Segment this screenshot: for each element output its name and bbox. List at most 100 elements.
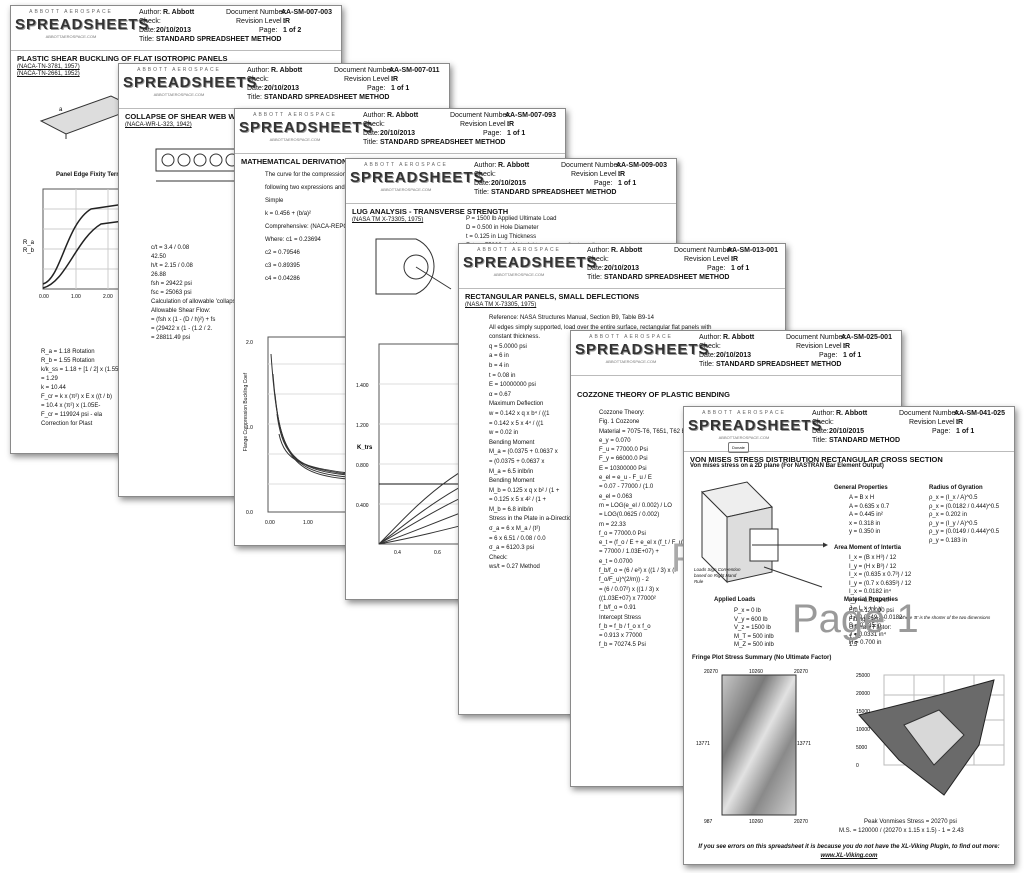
svg-text:20270: 20270 xyxy=(794,669,808,675)
stress-surface-plot: 25000 20000 15000 10000 5000 0 xyxy=(856,673,1005,796)
calc-row: ((1.03E+07) x 77000² xyxy=(599,595,656,602)
calc-row: c4 = 0.04286 xyxy=(265,276,300,282)
svg-text:10260: 10260 xyxy=(749,669,763,675)
general-property-row: A = 0.445 in² xyxy=(849,512,883,518)
calc-row: b = 4 in xyxy=(489,362,509,369)
area-moment-row: J = 0.0149 + 0.0182 xyxy=(849,614,903,621)
area-moment-row: I_x = (0.635 x 0.7³) / 12 xyxy=(849,572,912,578)
area-moment-row: I_y = 0.0149 in⁴ xyxy=(849,597,892,604)
calc-row: Correction for Plast xyxy=(41,421,93,427)
material-property-row: Ultimate Factor: xyxy=(849,625,892,631)
material-property-row: Ftu = 120000 psi xyxy=(849,608,894,614)
calc-row: Simple xyxy=(265,198,284,204)
calc-row: = 6 x 6.51 / 0.08 / 0.0 xyxy=(489,535,546,542)
svg-text:5000: 5000 xyxy=(856,745,867,751)
area-moment-row: B = 0.635 in xyxy=(849,623,882,629)
web-holes-sketch xyxy=(155,148,242,182)
calc-row: e_y = 0.070 xyxy=(599,437,631,444)
svg-text:2.0: 2.0 xyxy=(246,340,253,346)
material-property-row: 1.5 xyxy=(849,642,858,648)
calc-row: f_b/f_o = (6 / e²) x ((1 / 3) x (f xyxy=(599,568,676,575)
svg-text:R_a: R_a xyxy=(23,240,35,246)
calc-row: F_cr = k x (π²) x E x ((t / b) xyxy=(41,394,112,400)
svg-text:a: a xyxy=(59,107,63,113)
calc-row: e_el = e_u - F_u / E xyxy=(599,475,652,482)
date-value: 20/10/2013 xyxy=(156,27,192,34)
calc-row: = 77000 / 1.03E+07) + xyxy=(599,549,659,556)
area-moment-row: J = I_x + I_y xyxy=(849,606,882,612)
calc-row: e_t = (f_o / E + e_el x (f_t / F_u)^m xyxy=(599,540,692,547)
svg-text:0.00: 0.00 xyxy=(39,294,49,300)
svg-text:1.00: 1.00 xyxy=(71,294,81,300)
radius-gyration-row: ρ_x = (0.0182 / 0.444)^0.5 xyxy=(929,503,1000,510)
chart-title: Panel Edge Fixity Terms xyxy=(56,172,125,178)
calc-row: Bending Moment xyxy=(489,439,535,446)
calc-row: Where: c1 = 0.23694 xyxy=(265,237,321,243)
svg-text:K_trs: K_trs xyxy=(357,445,373,451)
calc-row: = 10.4 x (π²) x (1.05E- xyxy=(41,403,101,409)
calc-row: Allowable Shear Flow: xyxy=(151,308,211,314)
calc-row: 42.50 xyxy=(151,254,167,260)
svg-text:0.6: 0.6 xyxy=(434,550,441,556)
svg-text:15000: 15000 xyxy=(856,709,870,715)
calc-row: f_b = f_b / f_o x f_o xyxy=(599,623,651,630)
svg-text:20000: 20000 xyxy=(856,691,870,697)
calc-row: E = 10300000 Psi xyxy=(599,465,647,472)
svg-text:13771: 13771 xyxy=(696,741,710,747)
calc-row: Reference: NASA Structures Manual, Secti… xyxy=(489,315,654,321)
radius-gyration-row: ρ_x = 0.202 in xyxy=(929,512,967,518)
calc-row: M_b = 6.8 inlb/in xyxy=(489,506,534,513)
calc-row: = 0.07 - 77000 / (1.0 xyxy=(599,484,654,491)
docnum-value: AA-SM-007-003 xyxy=(281,9,332,16)
area-moment-title: Area Moment of Intertia xyxy=(834,545,902,551)
general-properties-title: General Properties xyxy=(834,485,888,491)
calc-row: f_o/F_u)^(2/m)) - 2 xyxy=(599,577,649,584)
svg-text:R_b: R_b xyxy=(23,248,35,254)
svg-text:1.0: 1.0 xyxy=(246,425,253,431)
calc-row: = (0.0375 + 0.0637 x xyxy=(489,458,545,465)
calc-row: M_a = 6.5 inlb/in xyxy=(489,468,534,475)
peak-stress: Peak Vonmises Stress = 20270 psi xyxy=(864,819,957,825)
calc-row: = LOG(0.0625 / 0.002) xyxy=(599,512,660,519)
area-moment-row: I_x = 0.0182 in⁴ xyxy=(849,589,892,595)
calc-row: e_t = 0.0700 xyxy=(599,558,633,565)
svg-text:10000: 10000 xyxy=(856,727,870,733)
calc-row: Comprehensive: (NACA-REPORT-734, xyxy=(265,224,370,230)
area-moment-row: H = 0.700 in xyxy=(849,640,882,646)
calc-row: 26.88 xyxy=(151,272,167,278)
svg-text:10260: 10260 xyxy=(749,819,763,825)
calc-row: = 1.29 xyxy=(41,376,58,382)
calc-row: fsh = 29422 psi xyxy=(151,281,192,287)
calc-row: = (6 / 0.07²) x ((1 / 3) x xyxy=(599,586,659,593)
donate-button[interactable]: Donate xyxy=(728,442,749,453)
radius-gyration-row: ρ_x = (I_x / A)^0.5 xyxy=(929,495,978,501)
calc-row: = (fsh x (1 - (D / h)²) + fs xyxy=(151,317,216,323)
calc-row: Stress in the Plate in a-Direction xyxy=(489,516,575,523)
calc-row: Cozzone Theory: xyxy=(599,410,645,416)
calc-row: c2 = 0.79546 xyxy=(265,250,300,256)
calc-row: k = 10.44 xyxy=(41,385,66,391)
sheet-footer: If you see errors on this spreadsheet it… xyxy=(698,844,1000,850)
svg-text:0.4: 0.4 xyxy=(394,550,401,556)
calc-row: Calculation of allowable 'collapse' xyxy=(151,299,241,305)
svg-text:20270: 20270 xyxy=(794,819,808,825)
calc-row: σ_a = 6 x M_a / (t²) xyxy=(489,526,541,533)
calc-row: a = 6 in xyxy=(489,353,509,360)
calc-row: = 28811.49 psi xyxy=(151,335,191,341)
calc-row: F_u = 77000.0 Psi xyxy=(599,447,648,454)
applied-load-row: M_T = 500 inlb xyxy=(734,633,774,640)
calc-row: w = 0.02 in xyxy=(489,430,519,437)
calc-row: m = LOG(e_el / 0.002) / LO xyxy=(599,502,672,509)
xl-viking-link[interactable]: www.XL-Viking.com xyxy=(820,853,878,859)
applied-load-row: M_Z = 500 inlb xyxy=(734,642,774,648)
svg-text:0.400: 0.400 xyxy=(356,503,369,509)
margin-of-safety: M.S. = 120000 / (20270 x 1.15 x 1.5) - 1… xyxy=(839,828,964,834)
